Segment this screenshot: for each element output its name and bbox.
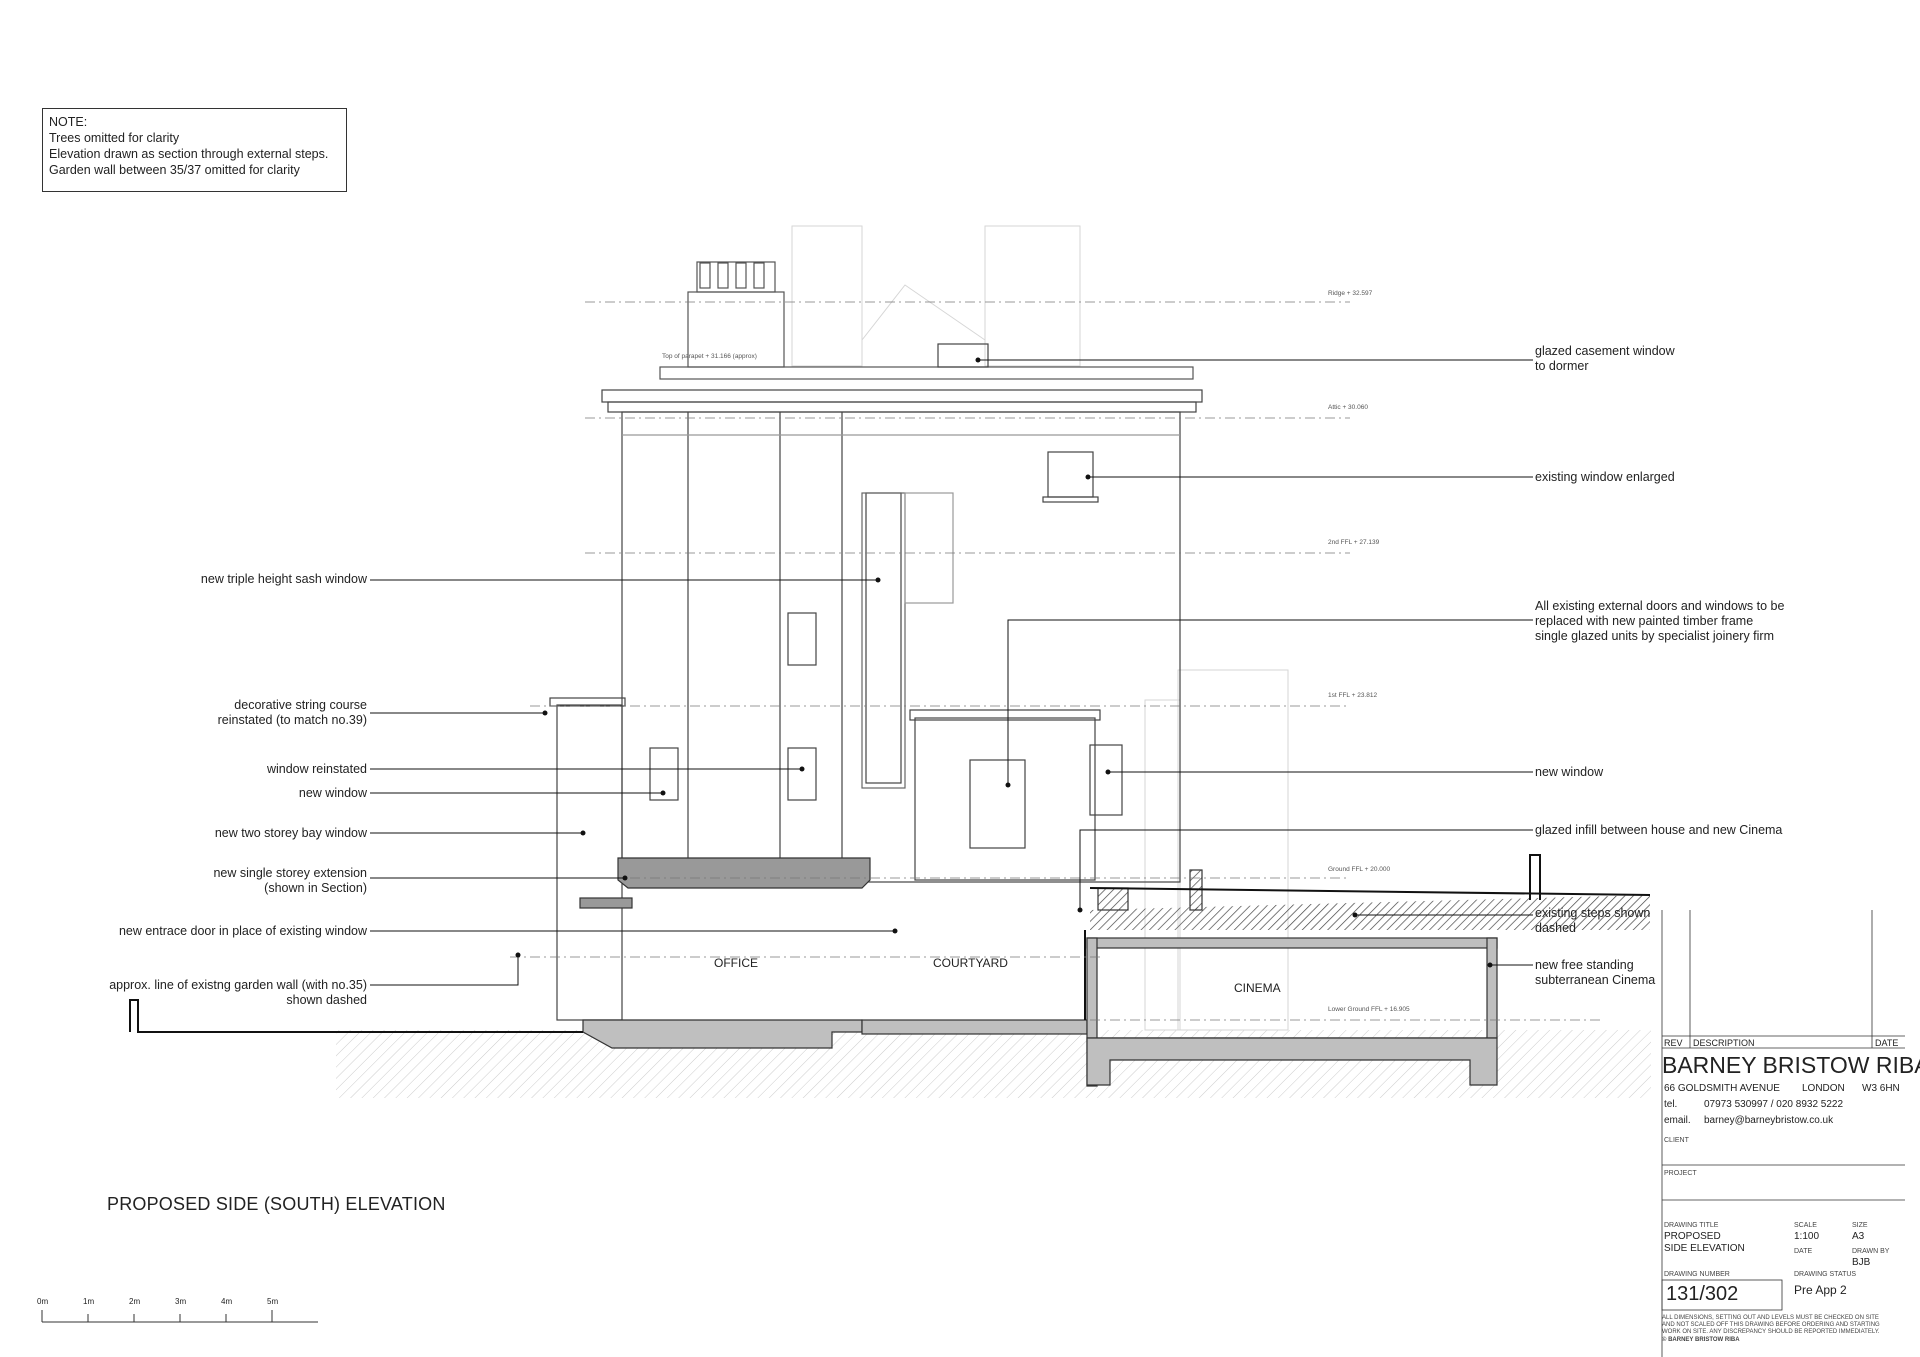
label-triple-sash: new triple height sash window [200, 572, 367, 586]
leader-dots [515, 357, 1493, 968]
tb-drawn-by: BJB [1852, 1257, 1871, 1268]
label-doors-windows-1: All existing external doors and windows … [1535, 599, 1785, 613]
tb-drawn-by-label: DRAWN BY [1852, 1248, 1890, 1255]
label-entrance-door: new entrace door in place of existing wi… [118, 924, 367, 938]
room-cinema: CINEMA [1234, 981, 1281, 995]
chimney [659, 261, 1194, 380]
scale-4: 4m [221, 1297, 233, 1306]
tb-scale: 1:100 [1794, 1231, 1820, 1242]
tb-drawing-title-1: PROPOSED [1664, 1231, 1721, 1242]
note-line: Garden wall between 35/37 omitted for cl… [49, 163, 300, 177]
tb-client-label: CLIENT [1664, 1137, 1689, 1144]
level-attic: Attic + 30.060 [1328, 404, 1368, 411]
tb-firm: BARNEY BRISTOW RIBA [1662, 1052, 1920, 1078]
label-string-course-1: decorative string course [234, 698, 367, 712]
scale-3: 3m [175, 1297, 187, 1306]
label-window-reinstated: window reinstated [266, 762, 367, 776]
tb-status: Pre App 2 [1794, 1283, 1847, 1297]
ground-line [129, 854, 1651, 1033]
tb-drawing-title-2: SIDE ELEVATION [1664, 1243, 1745, 1254]
tb-copyright: © BARNEY BRISTOW RIBA [1662, 1337, 1740, 1343]
tb-address: 66 GOLDSMITH AVENUE [1664, 1083, 1780, 1094]
room-courtyard: COURTYARD [933, 956, 1008, 970]
label-extension-2: (shown in Section) [264, 881, 367, 895]
leader-lines [370, 359, 1533, 986]
note-line: Trees omitted for clarity [49, 131, 180, 145]
note-heading: NOTE: [49, 115, 88, 129]
tb-date: DATE [1875, 1038, 1899, 1048]
scale-0: 0m [37, 1297, 49, 1306]
label-glazed-infill: glazed infill between house and new Cine… [1535, 823, 1783, 837]
tb-project-label: PROJECT [1664, 1170, 1697, 1177]
label-dormer-1: glazed casement window [1535, 344, 1675, 358]
label-bay-window: new two storey bay window [214, 826, 367, 840]
tb-description: DESCRIPTION [1693, 1038, 1755, 1048]
level-lines [510, 301, 1600, 1021]
label-doors-windows-3: single glazed units by specialist joiner… [1535, 629, 1774, 643]
tb-scale-label: SCALE [1794, 1222, 1817, 1229]
tb-drawing-number: 131/302 [1666, 1283, 1739, 1305]
label-extension-1: new single storey extension [213, 866, 367, 880]
label-garden-wall-1: approx. line of existng garden wall (wit… [109, 978, 367, 992]
scale-2: 2m [129, 1297, 141, 1306]
tb-disclaimer-2: AND NOT SCALED OFF THIS DRAWING BEFORE O… [1662, 1322, 1880, 1328]
tb-rev: REV [1664, 1038, 1683, 1048]
section-cut [579, 857, 1650, 1087]
tb-drawing-title-label: DRAWING TITLE [1664, 1222, 1719, 1229]
note-line: Elevation drawn as section through exter… [49, 147, 329, 161]
tb-email: barney@barneybristow.co.uk [1704, 1115, 1834, 1126]
scale-5: 5m [267, 1297, 279, 1306]
label-garden-wall-2: shown dashed [286, 993, 367, 1007]
room-office: OFFICE [714, 956, 758, 970]
label-string-course-2: reinstated (to match no.39) [217, 713, 367, 727]
tb-email-label: email. [1664, 1115, 1691, 1126]
tb-disclaimer-1: ALL DIMENSIONS, SETTING OUT AND LEVELS M… [1662, 1315, 1879, 1321]
scale-1: 1m [83, 1297, 95, 1306]
label-steps-1: existing steps shown [1535, 906, 1651, 920]
tb-status-label: DRAWING STATUS [1794, 1271, 1857, 1278]
label-dormer-2: to dormer [1535, 359, 1589, 373]
tb-postcode: W3 6HN [1862, 1083, 1900, 1094]
tb-date-label: DATE [1794, 1248, 1813, 1255]
tb-disclaimer-3: WORK ON SITE. ANY DISCREPANCY SHOULD BE … [1662, 1329, 1880, 1335]
level-ground: Ground FFL + 20.000 [1328, 866, 1391, 873]
tb-tel-label: tel. [1664, 1099, 1678, 1110]
tb-size: A3 [1852, 1231, 1865, 1242]
drawing-title: PROPOSED SIDE (SOUTH) ELEVATION [107, 1194, 446, 1214]
tb-drawing-number-label: DRAWING NUMBER [1664, 1271, 1730, 1278]
label-cinema-2: subterranean Cinema [1535, 973, 1656, 987]
tb-city: LONDON [1802, 1083, 1845, 1094]
label-new-window-right: new window [1535, 765, 1604, 779]
level-lower: Lower Ground FFL + 16.905 [1328, 1006, 1410, 1013]
level-second: 2nd FFL + 27.139 [1328, 539, 1380, 546]
label-window-enlarged: existing window enlarged [1535, 470, 1675, 484]
label-new-window-left: new window [298, 786, 367, 800]
title-block-frame [1661, 910, 1905, 1357]
scale-bar [41, 1310, 318, 1323]
label-steps-2: dashed [1535, 921, 1577, 935]
label-doors-windows-2: replaced with new painted timber frame [1535, 614, 1754, 628]
note-box: NOTE: Trees omitted for clarity Elevatio… [42, 108, 347, 192]
tb-size-label: SIZE [1852, 1222, 1868, 1229]
level-first: 1st FFL + 23.812 [1328, 692, 1378, 699]
label-cinema-1: new free standing [1535, 958, 1634, 972]
tb-tel: 07973 530997 / 020 8932 5222 [1704, 1099, 1844, 1110]
main-house [549, 343, 1203, 1021]
level-parapet: Top of parapet + 31.166 (approx) [662, 353, 757, 360]
level-ridge: Ridge + 32.597 [1328, 290, 1373, 297]
